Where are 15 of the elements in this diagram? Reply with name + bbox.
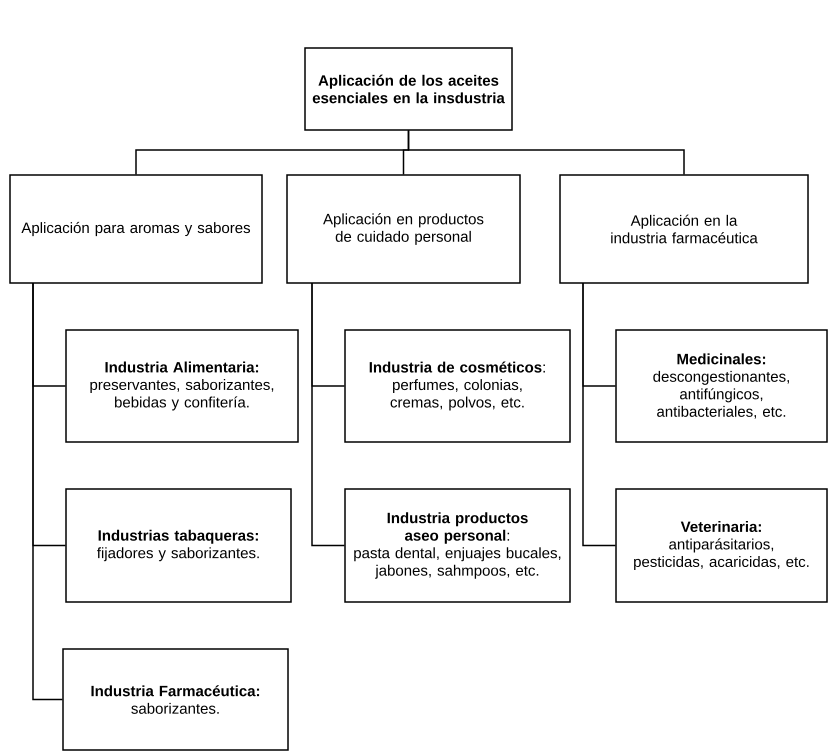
title-box: Aplicación de los aceites esenciales en la insdustria <box>304 47 513 131</box>
connector-line <box>408 130 685 174</box>
item-box: Industria productos aseo personal: pasta dental, enjuajes bucales, jabones, sahmpoos, etc. <box>344 488 571 603</box>
item-box: Veterinaria: antiparásitarios, pesticidas, acaricidas, etc. <box>615 488 828 603</box>
item-box: Medicinales: descongestionantes, antifúngicos, antibacteriales, etc. <box>615 329 828 443</box>
category-box: Aplicación en productos de cuidado personal <box>286 174 521 284</box>
connector-line <box>582 283 616 546</box>
item-box: Industria Farmacéutica: saborizantes. <box>62 648 289 751</box>
connector-line <box>311 283 344 546</box>
category-box: Aplicación para aromas y sabores <box>9 174 263 284</box>
item-box: Industria de cosméticos: perfumes, colonias, cremas, polvos, etc. <box>344 329 571 443</box>
connector-line <box>32 283 62 700</box>
item-box: Industria Alimentaria: preservantes, saborizantes, bebidas y confitería. <box>65 329 299 443</box>
category-box: Aplicación en la industria farmacéutica <box>559 174 809 284</box>
item-box: Industrias tabaqueras: fijadores y saborizantes. <box>65 488 292 603</box>
